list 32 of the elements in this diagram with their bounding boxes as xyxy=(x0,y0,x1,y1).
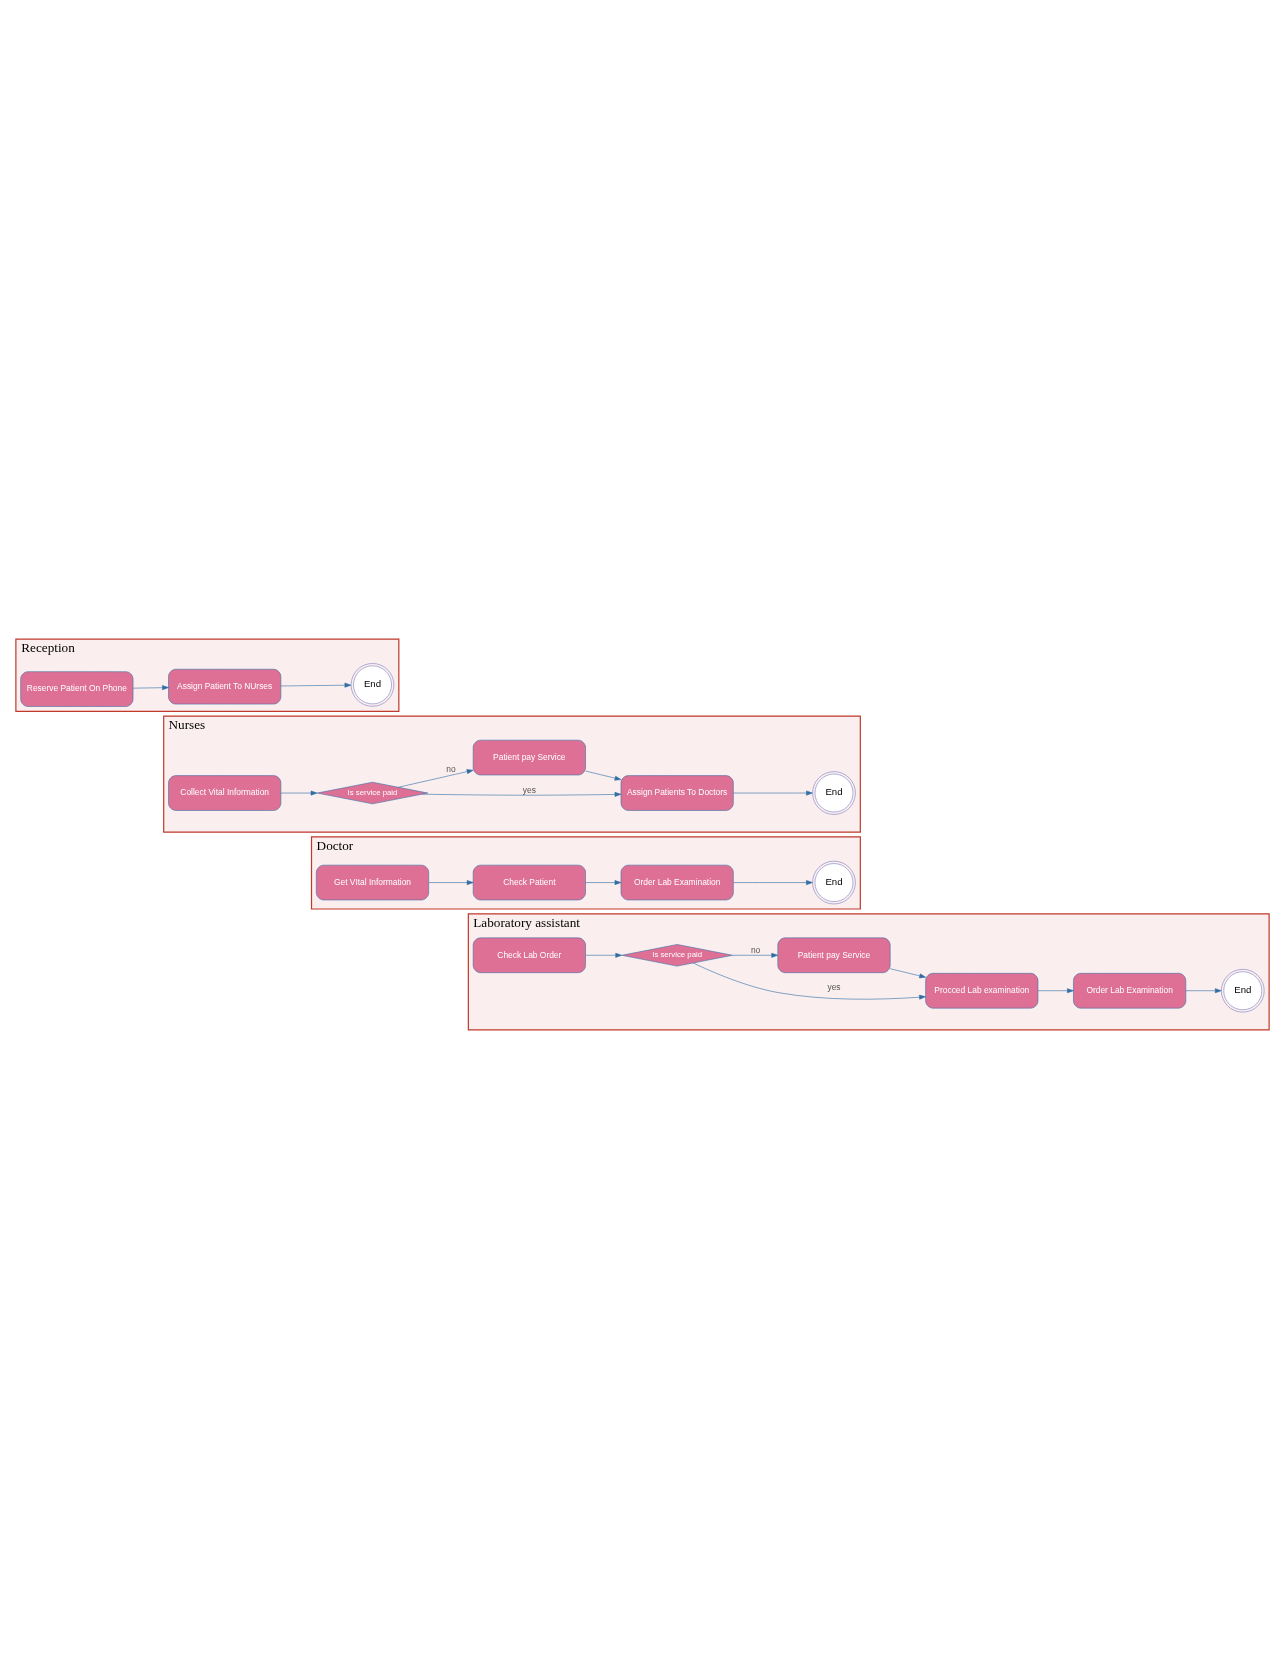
arrow xyxy=(733,790,813,796)
arrow xyxy=(733,880,813,885)
arrow xyxy=(889,968,926,979)
arrow xyxy=(428,880,474,885)
node-box: Check Patient xyxy=(472,864,586,901)
edge-label: yes xyxy=(522,784,536,795)
arrow xyxy=(692,962,926,1000)
node-box: Reserve Patient On Phone xyxy=(20,671,134,707)
arrow xyxy=(1185,988,1222,994)
edge-label: no xyxy=(750,945,761,955)
node-box: Procced Lab examination xyxy=(925,973,1039,1009)
arrow xyxy=(422,792,622,797)
edge-label: yes xyxy=(827,982,841,993)
arrow xyxy=(1037,988,1074,994)
arrow xyxy=(280,682,352,688)
node-box: Patient pay Service xyxy=(777,937,891,973)
node-box: Patient pay Service xyxy=(472,739,586,776)
edge-label: no xyxy=(446,763,456,774)
node-box: Get VItal Information xyxy=(316,864,429,901)
arrow xyxy=(132,685,169,691)
arrow xyxy=(585,880,622,885)
node-box: Assign Patients To Doctors xyxy=(620,775,734,811)
node-box: Assign Patient To NUrses xyxy=(168,668,282,705)
node-box: Order Lab Examination xyxy=(620,864,734,901)
node-box: Check Lab Order xyxy=(472,937,586,973)
node-box: Collect Vital Information xyxy=(168,775,282,811)
arrow xyxy=(280,790,318,796)
arrow xyxy=(585,952,622,958)
arrow xyxy=(398,769,474,788)
node-box: Order Lab Examination xyxy=(1073,973,1187,1009)
arrow xyxy=(585,770,622,781)
arrow xyxy=(732,952,778,958)
